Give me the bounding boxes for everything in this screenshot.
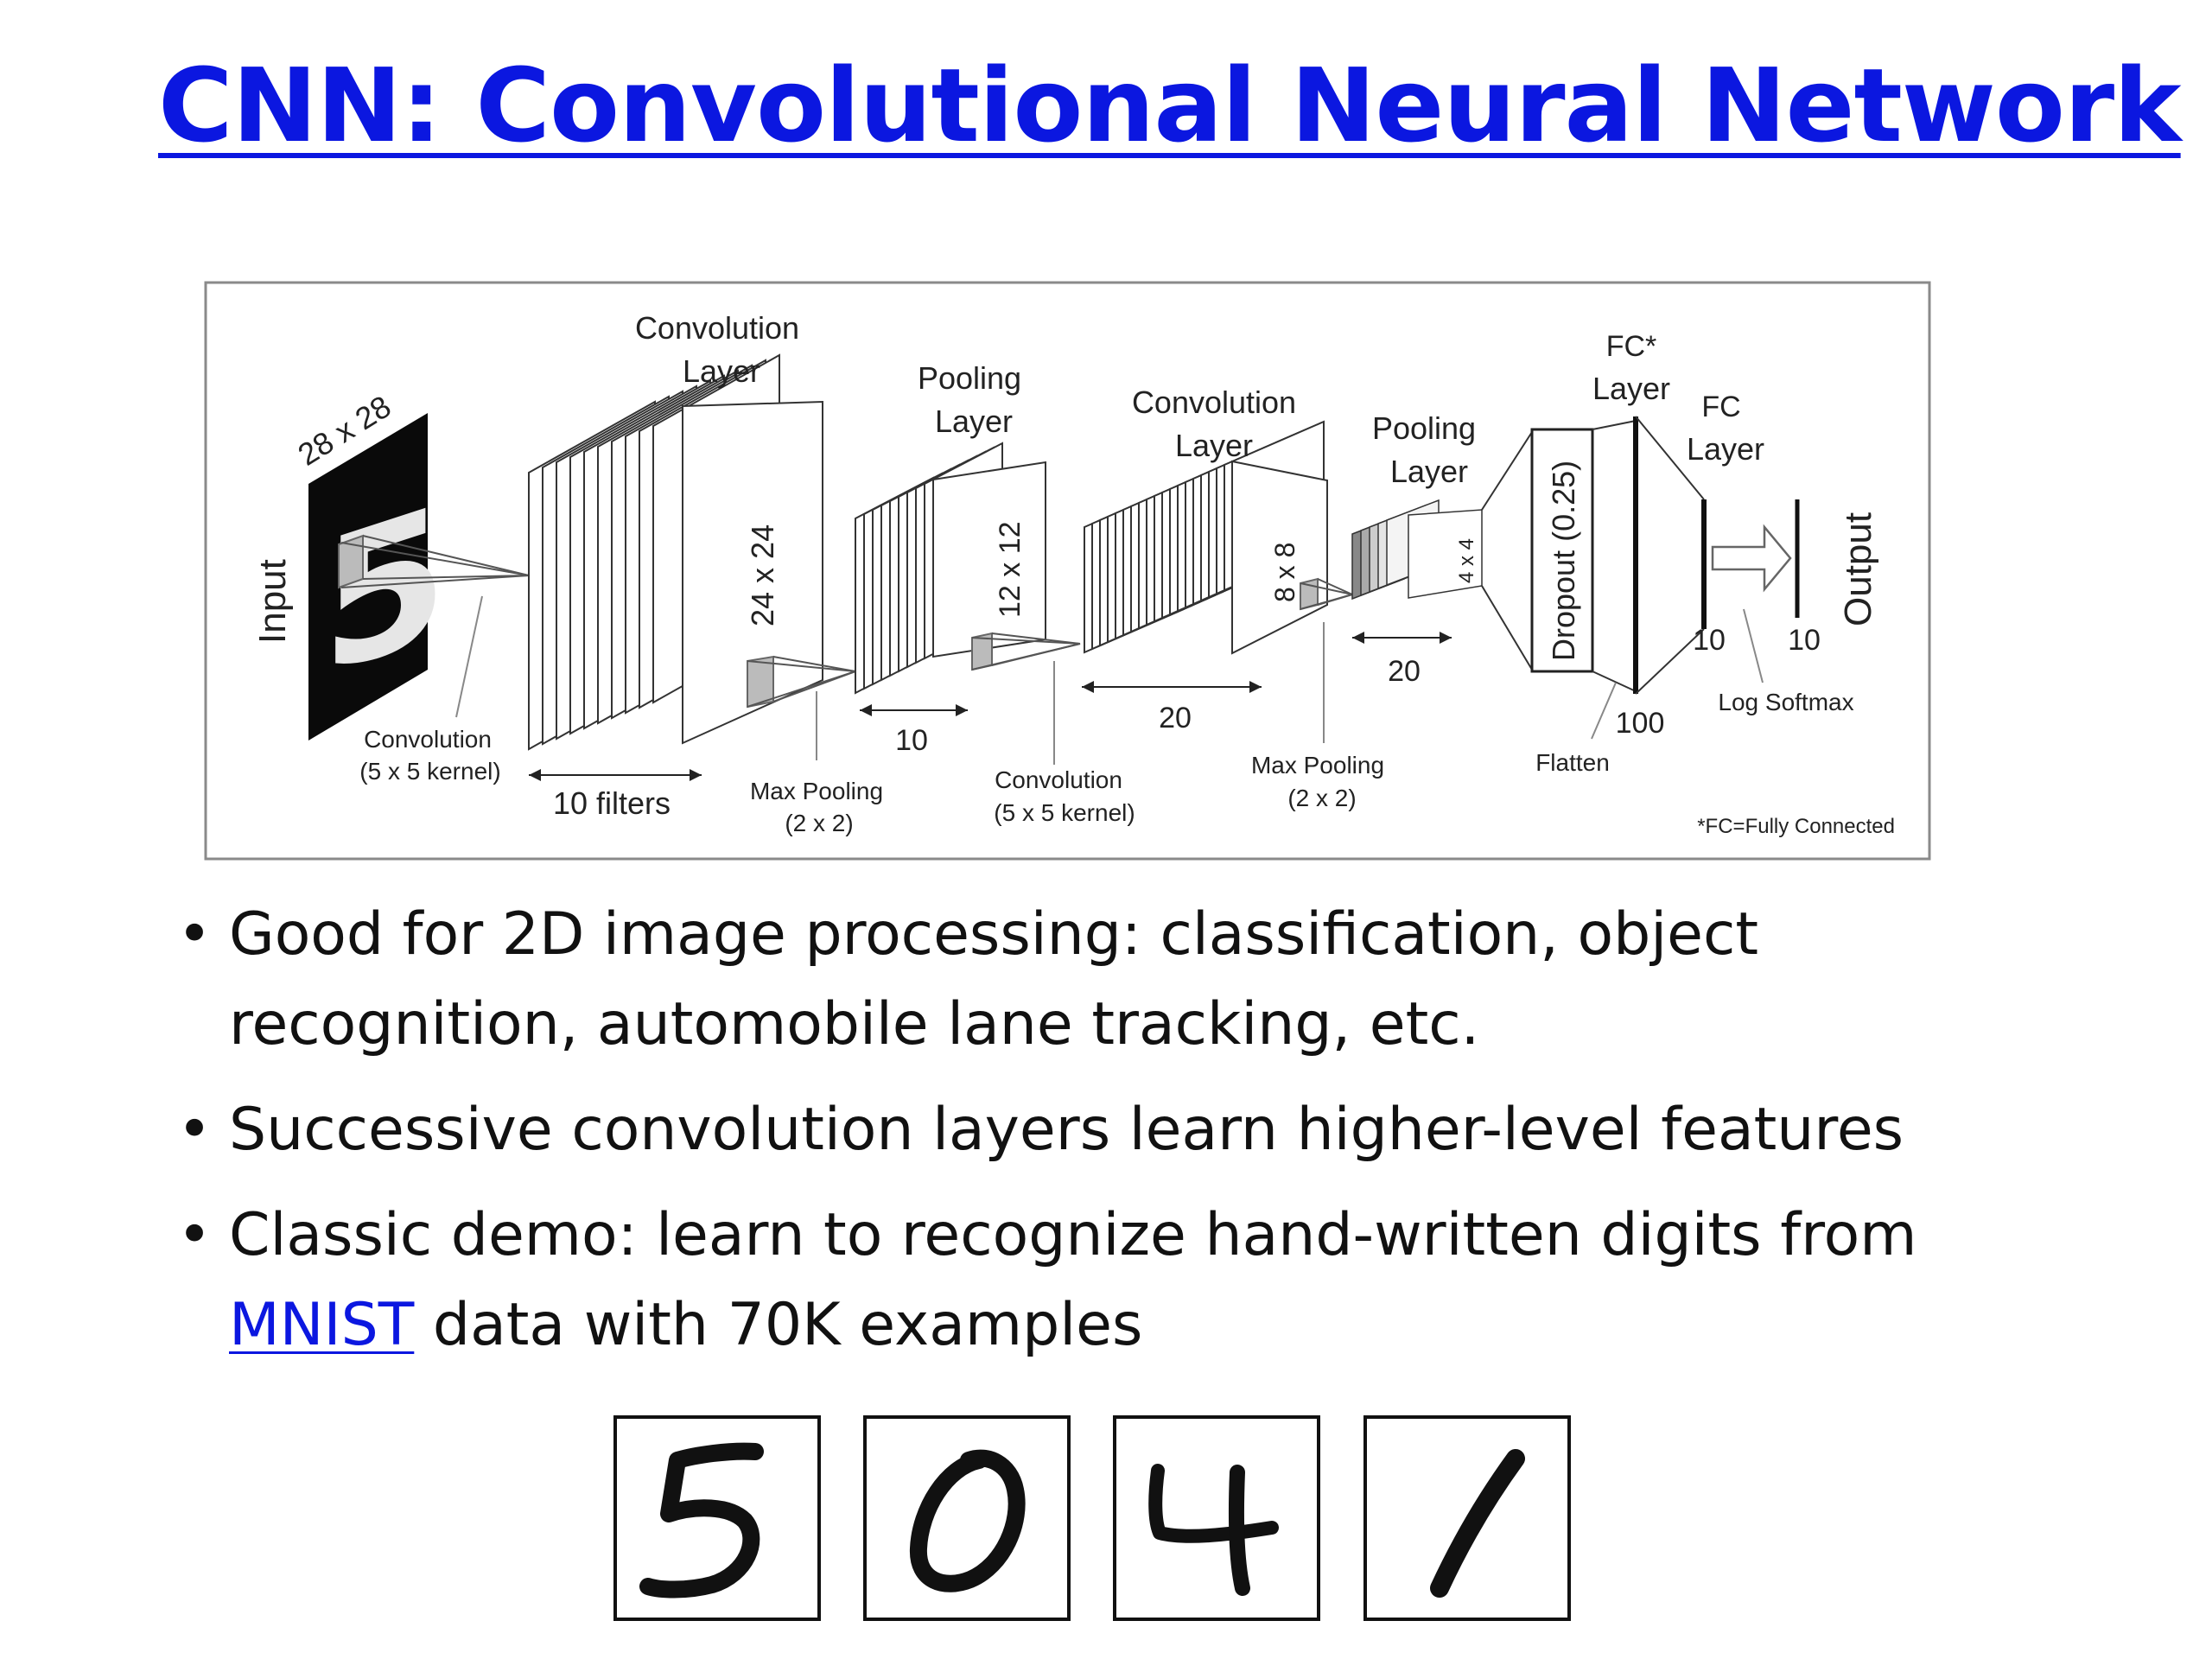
digit-0-value: 0	[867, 1419, 868, 1420]
conv1-size-label: 24 x 24	[745, 524, 780, 626]
dropout-label: Dropout (0.25)	[1546, 461, 1581, 661]
digit-4-value: 4	[1116, 1419, 1117, 1420]
bullet-1-line-1: Good for 2D image processing: classifica…	[229, 900, 1759, 969]
bullet-2-text: Successive convolution layers learn high…	[229, 1096, 1904, 1164]
fc1-title-line2: Layer	[1592, 371, 1670, 406]
bullet-3-line-2-rest: data with 70K examples	[414, 1291, 1143, 1359]
pool2-note-line2: (2 x 2)	[1287, 785, 1356, 811]
bullet-marker: •	[177, 1201, 213, 1269]
pool2-feature-maps	[1351, 499, 1483, 601]
fc2-title-line1: FC	[1701, 391, 1740, 423]
input-digit: 5	[321, 465, 448, 717]
conv2-title-line2: Layer	[1175, 428, 1253, 463]
pool1-title-line1: Pooling	[918, 360, 1021, 396]
conv1-note-line1: Convolution	[364, 726, 492, 753]
diagram-frame	[204, 281, 1931, 861]
conv1-note-line2: (5 x 5 kernel)	[359, 758, 500, 785]
input-image	[308, 413, 428, 741]
pool1-depth-label: 10	[895, 724, 928, 757]
bullet-1-line-2: recognition, automobile lane tracking, e…	[229, 990, 1480, 1058]
conv2-title-line1: Convolution	[1132, 385, 1296, 420]
footnote: *FC=Fully Connected	[1697, 815, 1895, 838]
pool1-note-line1: Max Pooling	[750, 778, 883, 804]
output-arrow	[1711, 524, 1792, 593]
pool2-title-line2: Layer	[1390, 454, 1468, 489]
pool1-size-label: 12 x 12	[994, 521, 1027, 618]
conv2-note-line1: Convolution	[995, 766, 1122, 793]
fc1-title-line1: FC*	[1606, 330, 1657, 363]
softmax-label: Log Softmax	[1718, 689, 1853, 715]
conv1-title-line2: Layer	[683, 353, 760, 389]
mnist-digit-1: 1	[1363, 1415, 1571, 1621]
fc1-size-label: 100	[1616, 707, 1665, 740]
slide-title[interactable]: CNN: Convolutional Neural Network	[158, 46, 2182, 165]
conv2-depth-label: 20	[1159, 702, 1192, 734]
mnist-link[interactable]: MNIST	[229, 1291, 415, 1359]
bullet-item-3: • Classic demo: learn to recognize hand-…	[177, 1191, 2121, 1370]
bullet-3-line-1: Classic demo: learn to recognize hand-wr…	[229, 1201, 1917, 1269]
pool2-note-line1: Max Pooling	[1251, 752, 1384, 779]
conv2-note-line2: (5 x 5 kernel)	[994, 799, 1135, 826]
fc2-size-label: 10	[1693, 624, 1726, 657]
conv1-filters-label: 10 filters	[553, 785, 671, 821]
bullet-marker: •	[177, 1096, 213, 1164]
output-label: Output	[1837, 512, 1879, 626]
flatten-label: Flatten	[1535, 749, 1610, 776]
conv1-feature-maps	[528, 353, 823, 751]
bullet-list: • Good for 2D image processing: classifi…	[177, 890, 2121, 1386]
mnist-digit-4: 4	[1113, 1415, 1320, 1621]
bullet-3-line-2: MNIST data with 70K examples	[229, 1281, 2121, 1370]
conv2-feature-maps	[1084, 420, 1328, 655]
dropout-box	[1530, 428, 1594, 673]
bullet-item-1: • Good for 2D image processing: classifi…	[177, 890, 2121, 1070]
fc2-title-line2: Layer	[1687, 431, 1764, 467]
pool1-title-line2: Layer	[935, 404, 1013, 439]
input-label: Input	[251, 559, 294, 644]
bullet-marker: •	[177, 900, 213, 969]
mnist-digit-5: 5	[613, 1415, 821, 1621]
output-size-label: 10	[1788, 624, 1821, 657]
pool2-title-line1: Pooling	[1372, 410, 1476, 446]
pool1-note-line2: (2 x 2)	[785, 810, 853, 836]
pool1-feature-maps	[855, 442, 1046, 695]
pool2-depth-label: 20	[1388, 655, 1421, 688]
digit-1-value: 1	[1367, 1419, 1368, 1420]
bullet-item-2: • Successive convolution layers learn hi…	[177, 1085, 2121, 1175]
mnist-digit-0: 0	[863, 1415, 1071, 1621]
pool2-size-label: 4 x 4	[1455, 538, 1478, 583]
conv2-size-label: 8 x 8	[1269, 543, 1300, 602]
conv1-title-line1: Convolution	[635, 310, 799, 346]
digit-5-value: 5	[617, 1419, 618, 1420]
